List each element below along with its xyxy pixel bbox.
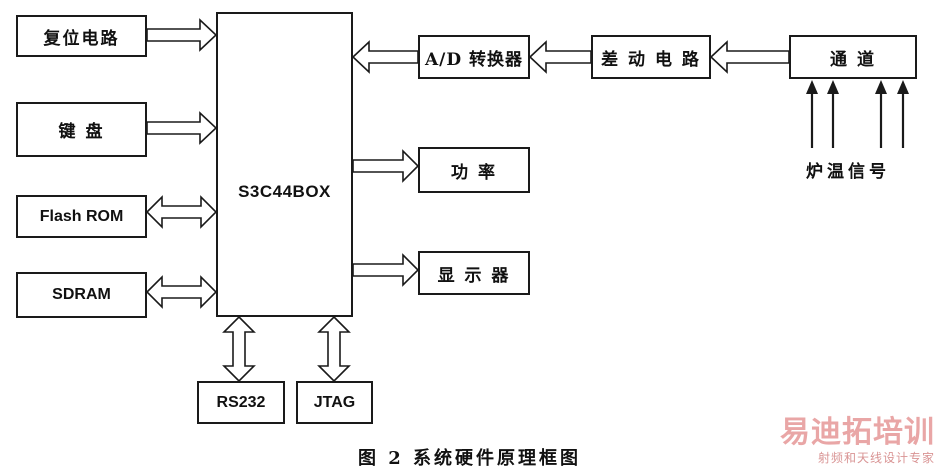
- jtag-label: JTAG: [313, 393, 356, 411]
- sdram-label: SDRAM: [52, 286, 111, 303]
- diff-to-adc-arrow: [528, 40, 592, 74]
- watermark: 易迪拓培训 射频和天线设计专家: [780, 415, 935, 465]
- adc-label: A/D 转换器: [424, 49, 524, 70]
- display-block: 显 示 器: [418, 251, 530, 295]
- channel-block: 通 道: [789, 35, 917, 79]
- adc-to-cpu-arrow: [351, 40, 419, 74]
- reset-circuit-label: 复位电路: [43, 28, 120, 49]
- signal-arrowhead-1: [806, 80, 818, 94]
- cpu-block: S3C44BOX: [216, 12, 353, 317]
- signal-arrowhead-3: [875, 80, 887, 94]
- sdram-cpu-bidirectional-arrow: [145, 275, 218, 309]
- reset-to-cpu-arrow: [146, 18, 218, 52]
- cpu-jtag-bidirectional-arrow: [317, 315, 351, 383]
- signal-arrowhead-4: [897, 80, 909, 94]
- cpu-to-power-arrow: [352, 149, 420, 183]
- differential-circuit-label: 差 动 电 路: [601, 49, 701, 70]
- cpu-to-display-arrow: [352, 253, 420, 287]
- watermark-sub-text: 射频和天线设计专家: [817, 451, 935, 465]
- display-label: 显 示 器: [437, 265, 511, 286]
- keyboard-label: 键 盘: [58, 122, 105, 142]
- rs232-label: RS232: [216, 393, 266, 411]
- differential-circuit-block: 差 动 电 路: [591, 35, 711, 79]
- furnace-temperature-signal-label: 炉温信号: [806, 162, 890, 182]
- flash-rom-label: Flash ROM: [39, 207, 124, 225]
- adc-block: A/D 转换器: [418, 35, 530, 79]
- cpu-label: S3C44BOX: [238, 182, 331, 201]
- sdram-block: SDRAM: [16, 272, 147, 318]
- cpu-rs232-bidirectional-arrow: [222, 315, 256, 383]
- reset-circuit-block: 复位电路: [16, 15, 147, 57]
- figure-caption: 图 2 系统硬件原理框图: [357, 448, 582, 469]
- flash-cpu-bidirectional-arrow: [145, 195, 218, 229]
- channel-label: 通 道: [830, 49, 876, 70]
- keyboard-to-cpu-arrow: [146, 111, 218, 145]
- signal-arrowhead-2: [827, 80, 839, 94]
- jtag-block: JTAG: [296, 381, 373, 424]
- power-block: 功 率: [418, 147, 530, 193]
- watermark-main-text: 易迪拓培训: [780, 415, 935, 450]
- channel-to-diff-arrow: [709, 40, 790, 74]
- keyboard-block: 键 盘: [16, 102, 147, 157]
- flash-rom-block: Flash ROM: [16, 195, 147, 238]
- rs232-block: RS232: [197, 381, 285, 424]
- power-label: 功 率: [451, 162, 497, 183]
